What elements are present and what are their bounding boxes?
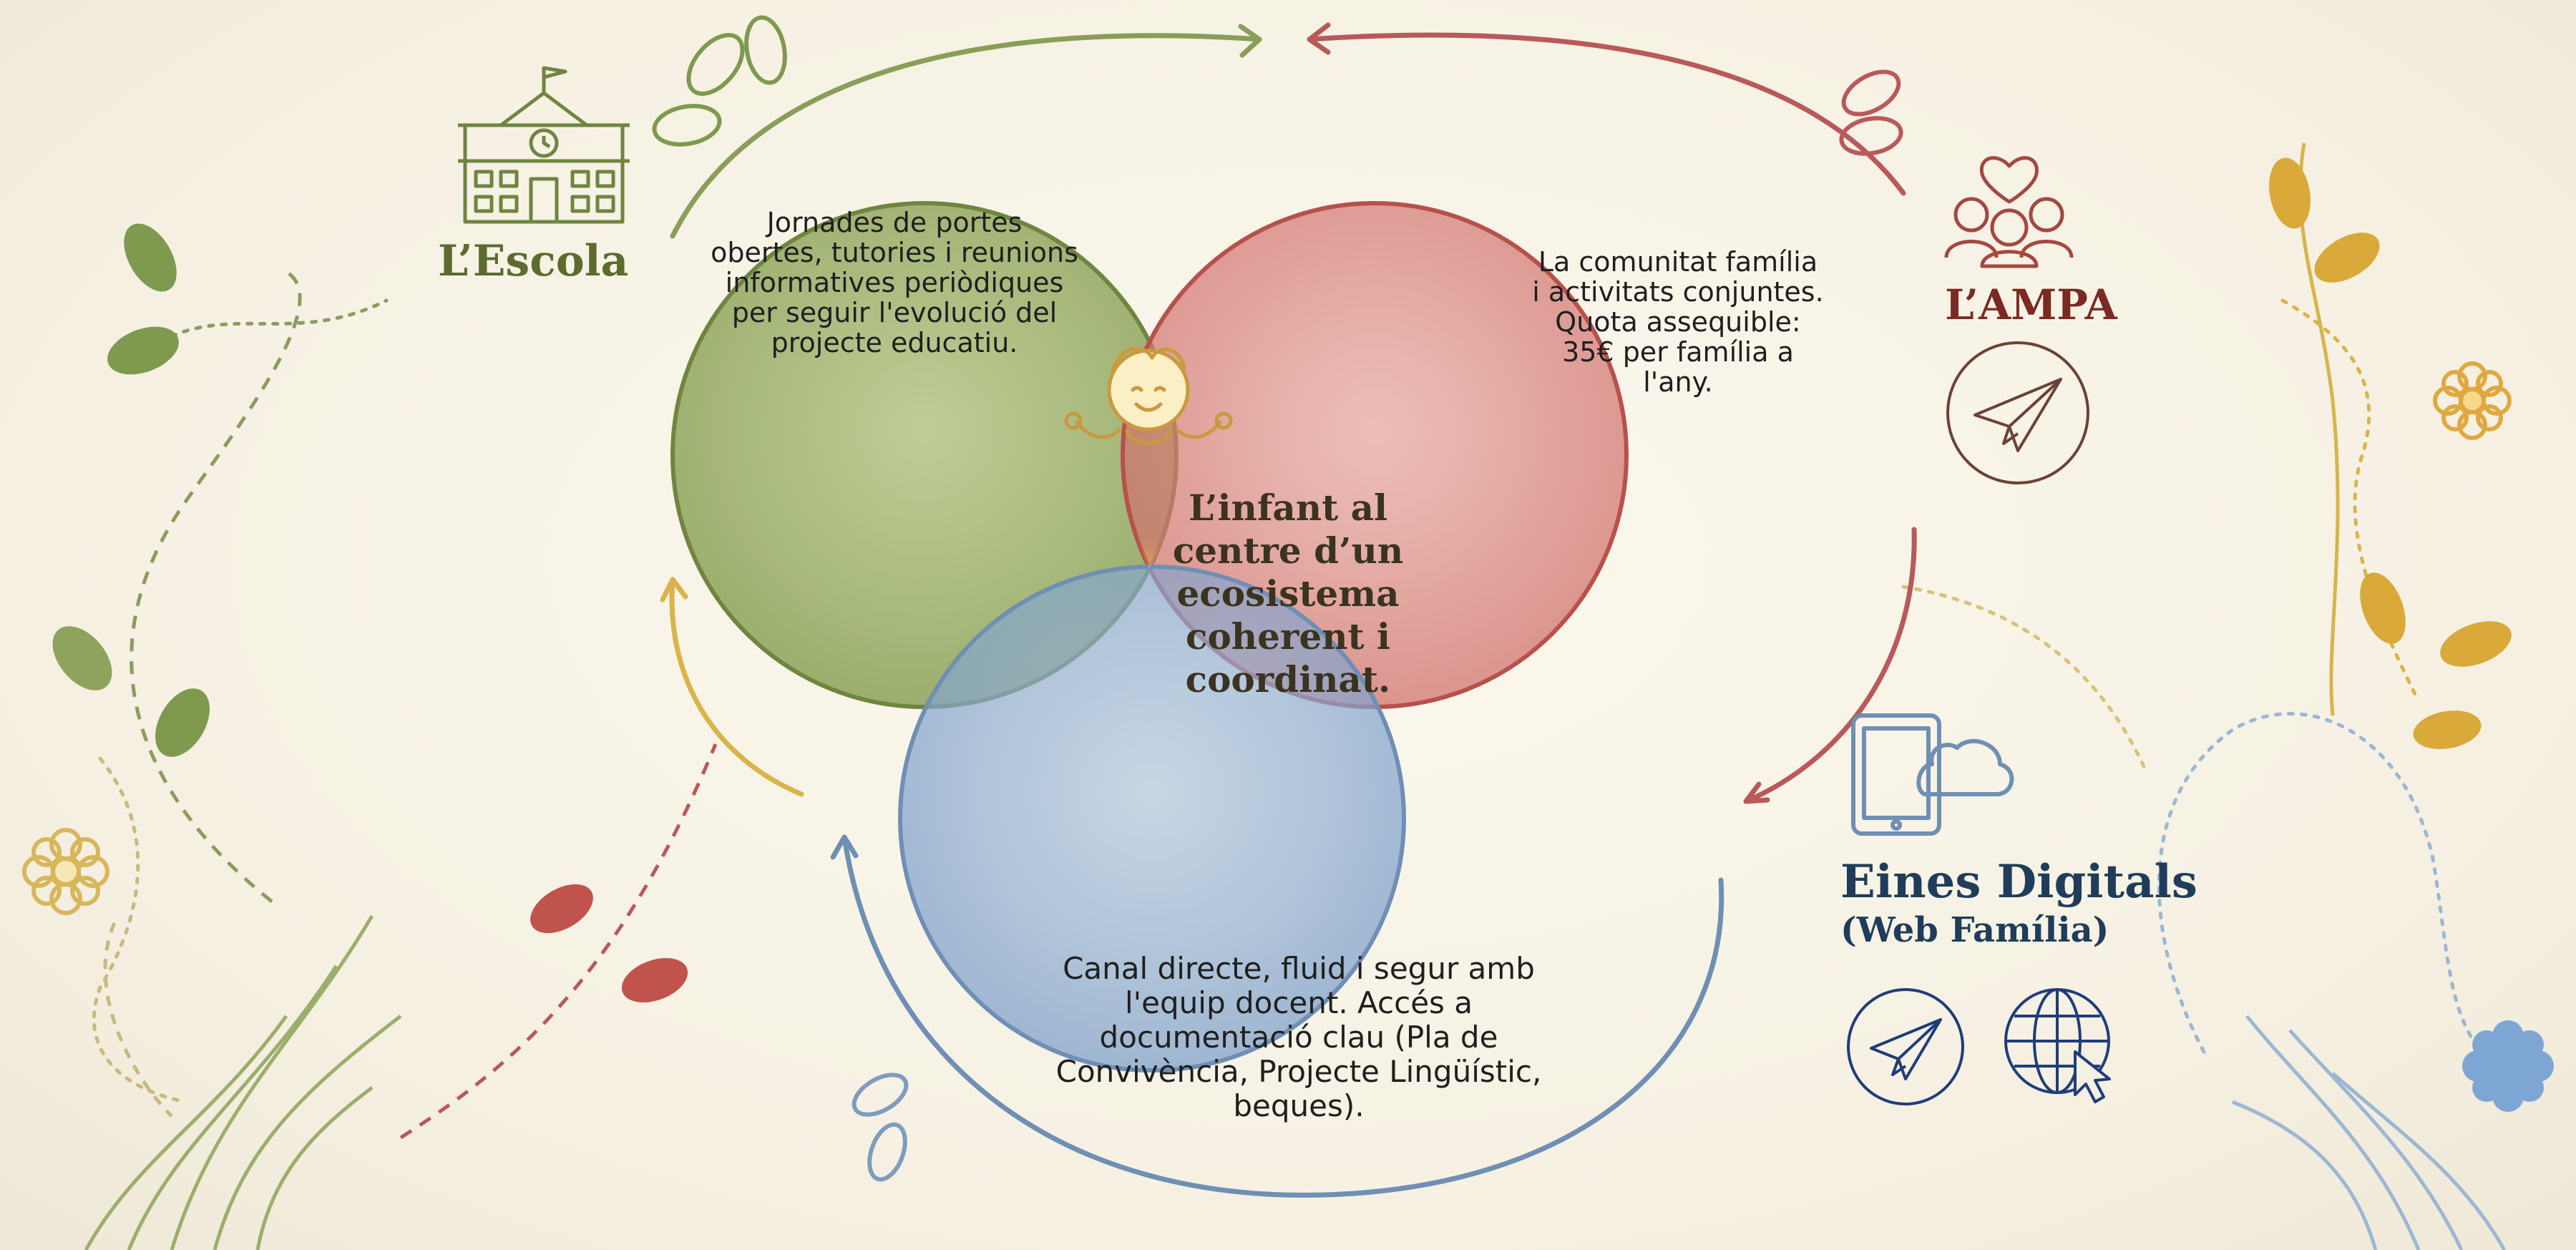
flower-right-top [2433, 361, 2512, 440]
globe-cursor-icon [2004, 988, 2111, 1103]
center-label: L’infant al centre d’un ecosistema coher… [1172, 487, 1404, 700]
paper-plane-circle-icon [1847, 988, 1964, 1105]
tablet-cloud-icon [1851, 713, 2014, 836]
flower-left [22, 828, 109, 915]
decorative-vines-left [84, 270, 718, 1250]
ampa-description: La comunitat família i activitats conjun… [1532, 246, 1824, 398]
paper-plane-icon [1946, 341, 2089, 484]
digital-description: Canal directe, fluid i segur amb l'equip… [1055, 951, 1542, 1123]
people-heart-icon [1944, 156, 2074, 268]
school-building-icon [458, 66, 630, 224]
digital-title: Eines Digitals [1840, 855, 2197, 909]
escola-description: Jornades de portes obertes, tutories i r… [711, 207, 1078, 358]
flower-right-bottom [2462, 1020, 2554, 1112]
venn-circle-digital [898, 565, 1406, 1073]
digital-subtitle: (Web Família) [1840, 910, 2109, 950]
ampa-title: L’AMPA [1945, 280, 2117, 329]
child-icon [1064, 346, 1233, 445]
escola-title: L’Escola [438, 236, 629, 286]
cycle-arrows [660, 22, 1917, 1198]
decorative-leaves [52, 15, 2512, 1182]
